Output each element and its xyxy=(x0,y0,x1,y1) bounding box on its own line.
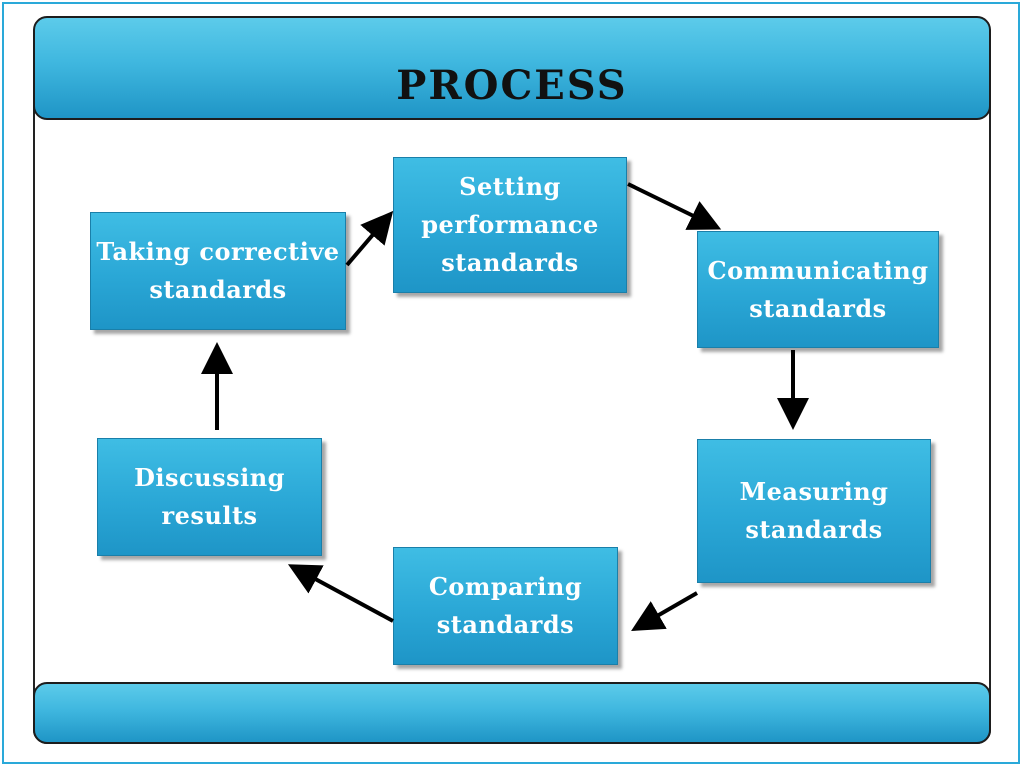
node-label: Discussing results xyxy=(134,463,285,530)
node-communicating-standards: Communicating standards xyxy=(697,231,939,348)
node-label: Comparing standards xyxy=(428,572,583,639)
node-label: Taking corrective standards xyxy=(96,237,340,304)
node-setting-performance-standards: Setting performance standards xyxy=(393,157,627,293)
node-comparing-standards: Comparing standards xyxy=(393,547,618,665)
arrow-measuring-to-comparing xyxy=(631,591,698,631)
node-taking-corrective-standards: Taking corrective standards xyxy=(90,212,346,330)
title-banner: PROCESS xyxy=(33,16,991,120)
slide-title: PROCESS xyxy=(396,62,628,109)
arrow-setting-to-communicating xyxy=(627,182,722,230)
node-discussing-results: Discussing results xyxy=(97,438,322,556)
node-measuring-standards: Measuring standards xyxy=(697,439,931,583)
arrow-taking-to-setting xyxy=(345,210,394,267)
footer-banner xyxy=(33,682,991,744)
node-label: Communicating standards xyxy=(707,255,929,323)
arrow-comparing-to-discussing xyxy=(287,564,394,623)
node-label: Measuring standards xyxy=(739,477,889,544)
node-label: Setting performance standards xyxy=(421,172,599,277)
